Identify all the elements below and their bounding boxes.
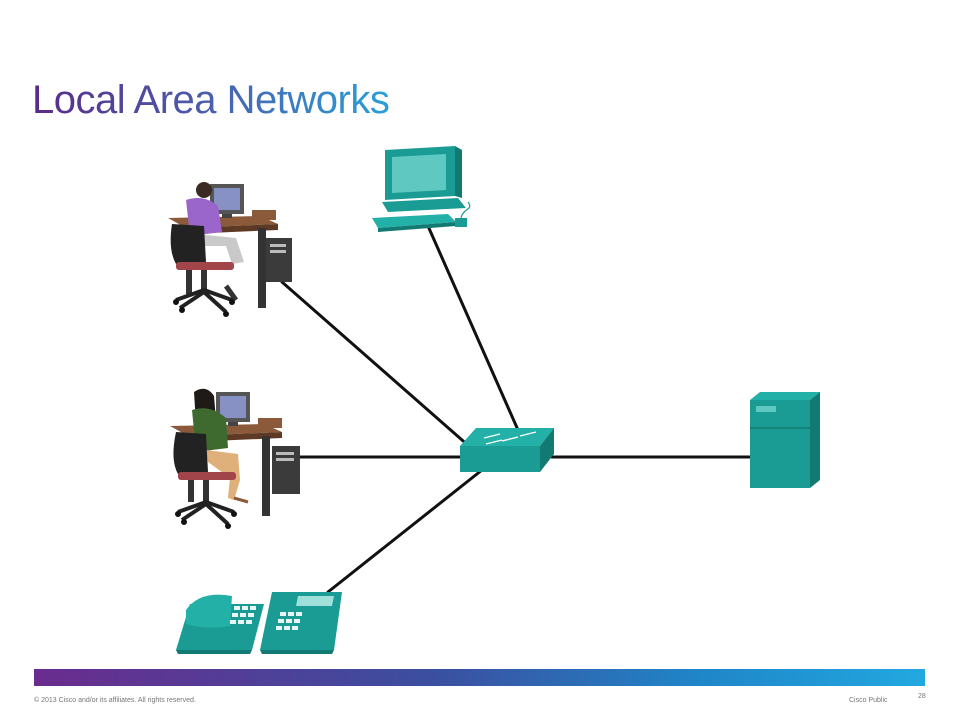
page-number: 28 [918,693,926,700]
link-workstation-man-switch [280,280,472,449]
ip-phones-icon [176,592,342,654]
workstation-woman-icon [170,388,300,529]
link-ip-phones-switch [326,468,484,594]
link-desktop-pc-switch [426,224,520,432]
network-links [280,224,754,594]
slide-title: Local Area Networks [32,78,390,122]
footer-gradient-bar [34,669,925,686]
footer-classification: Cisco Public [849,697,888,704]
desktop-pc-icon [372,146,471,232]
footer-copyright: © 2013 Cisco and/or its affiliates. All … [34,697,196,704]
workstation-man-icon [168,182,292,317]
server-icon [750,392,820,488]
switch-icon [460,428,554,472]
